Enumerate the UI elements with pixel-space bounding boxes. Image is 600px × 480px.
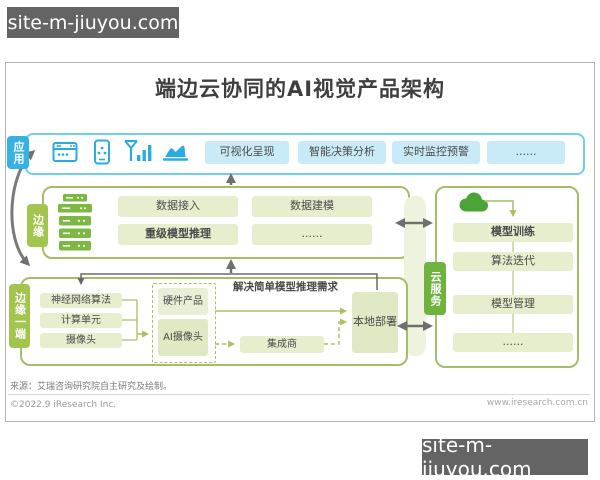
cloud-services-label: 云服务 (424, 262, 446, 315)
edge-pill-heavy-inference: 重级模型推理 (118, 224, 238, 245)
browser-icon (52, 142, 78, 162)
hw-pill-ai-camera: AI摄像头 (158, 319, 208, 356)
copyright: ©2022.9 iResearch Inc. (10, 400, 117, 410)
application-layer-label: 应用 (7, 136, 29, 169)
signal-antenna-icon (124, 140, 152, 161)
iresearch-url: www.iresearch.com.cn (486, 398, 588, 408)
annotation-simple-inference: 解决简单模型推理需求 (233, 281, 338, 293)
smartphone-icon (94, 139, 110, 165)
hw-pill-hardware-product: 硬件产品 (158, 288, 208, 315)
app-pill-decision-analysis: 智能决策分析 (298, 141, 386, 164)
edge-end-layer-label: 边缘一端 (9, 284, 30, 348)
cloud-pill-model-training: 模型训练 (453, 223, 573, 242)
app-pill-more: ...... (487, 141, 565, 164)
area-chart-icon (162, 145, 189, 161)
app-pill-monitoring-alert: 实时监控预警 (392, 141, 480, 164)
end-pill-local-deployment: 本地部署 (352, 292, 398, 353)
footer-divider (8, 394, 590, 395)
watermark-top-left: site-m-jiuyou.com (7, 7, 179, 38)
cloud-icon (459, 192, 488, 212)
cloud-pill-model-management: 模型管理 (453, 295, 573, 314)
edge-pill-data-access: 数据接入 (118, 196, 238, 217)
source-note: 来源：艾瑞咨询研究院自主研究及绘制。 (10, 382, 173, 392)
exchange-lane (404, 196, 426, 356)
end-pill-computing-unit: 计算单元 (40, 313, 122, 328)
end-pill-neural-network: 神经网络算法 (40, 293, 122, 308)
server-rack-icon (59, 216, 91, 251)
edge-pill-more: ...... (252, 224, 372, 245)
network-switch-icon (58, 194, 92, 213)
cloud-pill-algorithm-iteration: 算法迭代 (453, 252, 573, 271)
page-title: 端边云协同的AI视觉产品架构 (154, 77, 446, 101)
app-pill-visualization: 可视化呈现 (205, 141, 289, 164)
end-pill-integrator: 集成商 (240, 336, 324, 353)
cloud-pill-more: ...... (453, 333, 573, 352)
watermark-bottom-right: site-m-jiuyou.com (422, 433, 588, 480)
edge-layer-label: 边缘 (27, 204, 48, 247)
edge-pill-data-modeling: 数据建模 (252, 196, 372, 217)
end-pill-camera: 摄像头 (40, 333, 122, 348)
